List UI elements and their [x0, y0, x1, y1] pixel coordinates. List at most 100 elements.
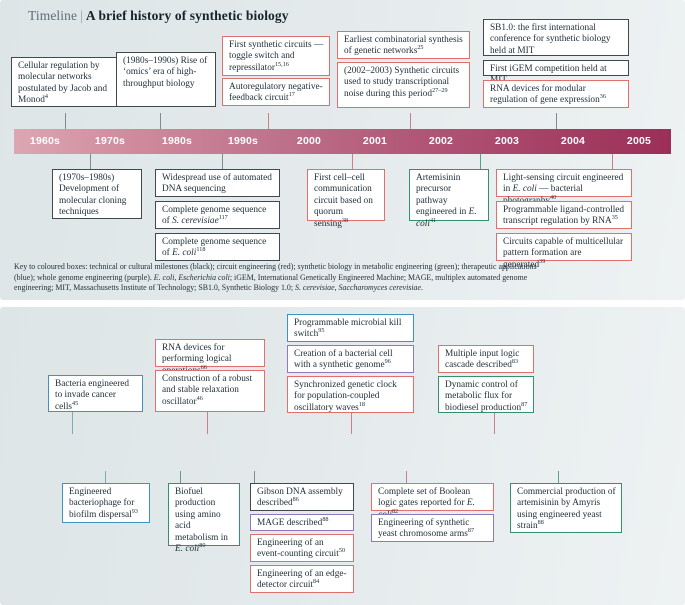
event-ref: 25 — [417, 44, 424, 52]
event-text: (2002–2003) Synthetic circuits used to s… — [344, 66, 460, 99]
year-label: 2003 — [494, 135, 520, 147]
event-text: Engineering of an edge-detector circuit — [257, 569, 347, 591]
event-text: Complete genome sequence of S. cerevisia… — [162, 205, 267, 227]
event-ref: 40 — [550, 193, 557, 201]
event-text: Programmable microbial kill switch — [294, 318, 402, 340]
event-box: Construction of a robust and stable rela… — [155, 370, 265, 412]
event-text: Circuits capable of multicellular patter… — [503, 237, 624, 270]
connector-line — [72, 407, 73, 434]
event-ref: 38 — [341, 216, 349, 224]
event-text: Earliest combinatorial synthesis of gene… — [344, 35, 463, 57]
event-text: Programmable ligand-controlled transcrip… — [503, 205, 625, 227]
event-box: Complete genome sequence of E. coli118 — [155, 233, 280, 261]
event-box: Autoregulatory negative-feedback circuit… — [222, 78, 330, 106]
event-text: Widespread use of automated DNA sequenci… — [162, 173, 272, 195]
year-label: 2002 — [428, 135, 454, 147]
connector-line — [406, 471, 407, 483]
legend-line: (blue); whole genome engineering (purple… — [14, 272, 528, 282]
connector-line — [494, 407, 495, 434]
connector-line — [410, 113, 411, 130]
event-box: Programmable microbial kill switch95 — [287, 314, 414, 342]
event-ref: 84 — [313, 578, 320, 586]
event-ref: 88 — [537, 519, 544, 527]
event-box: Artemisinin precursor pathway engineered… — [409, 169, 489, 229]
event-box: Commercial production of artemisinin by … — [510, 483, 622, 533]
event-ref: 88 — [322, 515, 329, 523]
event-text: Multiple input logic cascade described — [445, 349, 520, 371]
connector-line — [480, 154, 481, 170]
event-text: Biofuel production using amino acid meta… — [175, 487, 228, 555]
event-box: Light-sensing circuit engineered in E. c… — [496, 169, 632, 206]
event-text: Complete genome sequence of E. coli — [162, 237, 267, 259]
event-box: MAGE described88 — [250, 514, 354, 531]
event-text: First synthetic circuits — toggle switch… — [229, 40, 324, 73]
event-text: RNA devices for modular regulation of ge… — [490, 84, 600, 106]
year-label: 2001 — [362, 135, 388, 147]
event-ref: 66 — [200, 363, 207, 371]
event-box: Cellular regulation by molecular network… — [11, 57, 119, 107]
connector-line — [268, 113, 269, 130]
event-box: Gibson DNA assembly described86 — [250, 483, 354, 511]
event-ref: 17 — [288, 91, 295, 99]
event-box: Circuits capable of multicellular patter… — [496, 233, 632, 270]
connector-line — [352, 154, 353, 170]
event-box: Biofuel production using amino acid meta… — [168, 483, 240, 554]
event-text: Bacteria engineered to invade cancer cel… — [55, 379, 130, 412]
year-label: 1970s — [94, 135, 126, 147]
event-ref: 87 — [521, 400, 528, 408]
year-label: 2005 — [626, 135, 652, 147]
event-box: Synchronized genetic clock for populatio… — [287, 376, 414, 413]
connector-line — [556, 113, 557, 130]
bottom-timeline-panel: Bacteria engineered to invade cancer cel… — [0, 307, 685, 605]
event-ref: 117 — [218, 214, 228, 222]
event-text: Autoregulatory negative-feedback circuit — [229, 82, 323, 104]
year-label: 2004 — [560, 135, 586, 147]
event-text: Engineering of synthetic yeast chromosom… — [378, 518, 470, 540]
year-label: 1990s — [227, 135, 259, 147]
event-text: First cell–cell communication circuit ba… — [314, 173, 373, 229]
event-box: Engineered bacteriophage for biofilm dis… — [62, 483, 150, 523]
event-box: Earliest combinatorial synthesis of gene… — [337, 31, 470, 59]
event-text: Commercial production of artemisinin by … — [517, 487, 616, 532]
event-ref: 82 — [391, 507, 399, 515]
event-box: RNA devices for modular regulation of ge… — [483, 80, 629, 108]
connector-line — [351, 407, 352, 434]
event-ref: 50 — [338, 547, 346, 555]
event-box: Creation of a bacterial cell with a synt… — [287, 345, 414, 373]
event-box: SB1.0: the first international conferenc… — [483, 19, 629, 56]
event-ref: 86 — [292, 496, 299, 504]
event-ref: 93 — [131, 507, 138, 515]
connector-line — [222, 154, 223, 170]
event-text: Synchronized genetic clock for populatio… — [294, 380, 397, 413]
connector-line — [90, 154, 91, 170]
event-text: (1980s–1990s) Rise of ‘omics’ era of hig… — [123, 56, 208, 89]
event-text: Engineered bacteriophage for biofilm dis… — [69, 487, 135, 520]
event-ref: 41 — [429, 216, 437, 224]
connector-line — [105, 471, 106, 483]
year-label: 1960s — [29, 135, 61, 147]
event-box: Programmable ligand-controlled transcrip… — [496, 201, 632, 229]
event-ref: 18 — [358, 400, 365, 408]
event-text: (1970s–1980s) Development of molecular c… — [59, 173, 127, 218]
event-ref: 87 — [467, 527, 475, 535]
event-ref: 35 — [611, 214, 618, 222]
legend-key: Key to coloured boxes: technical or cult… — [14, 262, 669, 294]
page-title: Timeline|A brief history of synthetic bi… — [28, 8, 289, 24]
event-box: Engineering of an event-counting circuit… — [250, 534, 354, 562]
event-box: First synthetic circuits — toggle switch… — [222, 36, 330, 76]
event-ref: 83 — [511, 358, 519, 366]
year-label: 1980s — [161, 135, 193, 147]
event-box: Complete set of Boolean logic gates repo… — [371, 483, 494, 520]
event-ref: 4 — [44, 93, 48, 101]
connector-line — [558, 471, 559, 483]
event-ref: 45 — [72, 399, 79, 407]
connector-line — [65, 113, 66, 130]
event-text: Engineering of an event-counting circuit — [257, 538, 339, 560]
event-ref: 80 — [199, 541, 206, 549]
event-ref: 46 — [196, 394, 203, 402]
event-text: Light-sensing circuit engineered in E. c… — [503, 173, 624, 206]
event-ref: 95 — [318, 327, 325, 335]
event-text: SB1.0: the first international conferenc… — [490, 23, 611, 56]
event-ref: 96 — [384, 358, 391, 366]
year-label: 2000 — [296, 135, 322, 147]
